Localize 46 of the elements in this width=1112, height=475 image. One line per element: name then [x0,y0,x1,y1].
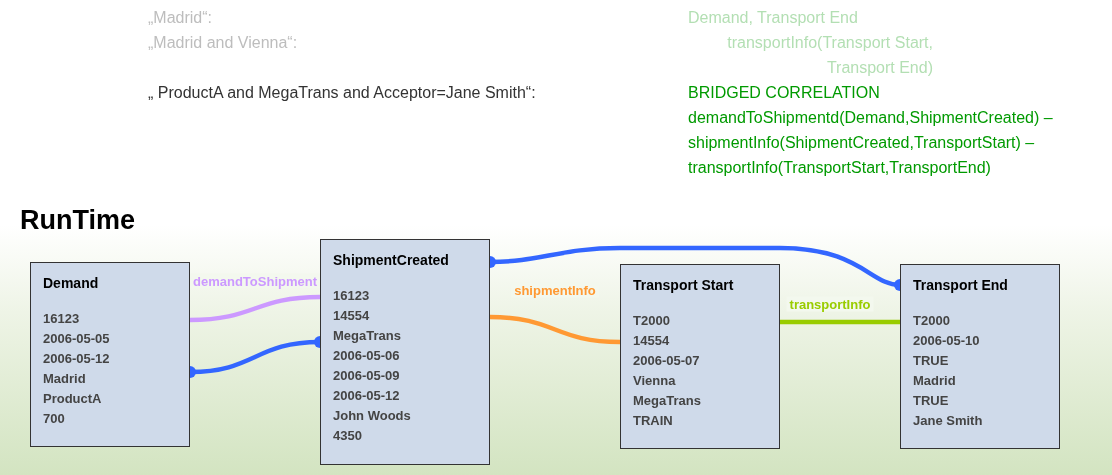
connector-line [189,294,321,323]
box-heading: ShipmentCreated [333,252,450,268]
result-text: Demand, Transport End [688,8,859,28]
field-value: TRUE [913,352,950,370]
field-value: 2006-05-06 [333,347,401,365]
field-value: T2000 [633,312,671,330]
result-text: transportInfo(Transport Start, Transport End) [726,33,933,78]
box-heading: Transport End [913,277,1009,293]
field-value: Madrid [913,372,957,390]
result-text: demandToShipmentd(Demand,ShipmentCreated) – shipmentInfo(ShipmentCreated,TransportStart) – transportInfo(TransportStart,TransportEnd) [688,108,1054,178]
field-value: MegaTrans [333,327,402,345]
field-value: 700 [43,410,66,428]
field-value: Madrid [43,370,87,388]
field-value: TRAIN [633,412,674,430]
field-value: Jane Smith [913,412,984,430]
edge-label: transportInfo [786,296,874,312]
query-text: „Madrid“: [148,8,213,28]
entity-box [620,264,780,449]
query-text: „Madrid and Vienna“: [148,33,299,53]
field-value: 4350 [333,427,363,445]
field-value: ProductA [43,390,103,408]
field-value: 2006-05-07 [633,352,701,370]
entity-box [900,264,1060,449]
heading-text: BRIDGED CORRELATION [688,83,881,103]
entity-box [320,239,490,465]
field-value: 16123 [333,287,371,305]
box-heading: Demand [43,275,100,291]
field-value: 2006-05-10 [913,332,981,350]
field-value: 14554 [333,307,371,325]
field-value: 2006-05-12 [333,387,401,405]
field-value: 2006-05-05 [43,330,111,348]
field-value: John Woods [333,407,412,425]
connector-line [489,314,621,345]
field-value: 2006-05-12 [43,350,111,368]
entity-box [30,262,190,447]
section-heading: RunTime [20,205,135,236]
field-value: 14554 [633,332,671,350]
field-value: T2000 [913,312,951,330]
connector-line [780,319,900,325]
field-value: 16123 [43,310,81,328]
query-text: „ ProductA and MegaTrans and Acceptor=Jane Smith“: [148,83,537,103]
field-value: TRUE [913,392,950,410]
box-heading: Transport Start [633,277,735,293]
field-value: 2006-05-09 [333,367,401,385]
field-value: MegaTrans [633,392,702,410]
field-value: Vienna [633,372,677,390]
